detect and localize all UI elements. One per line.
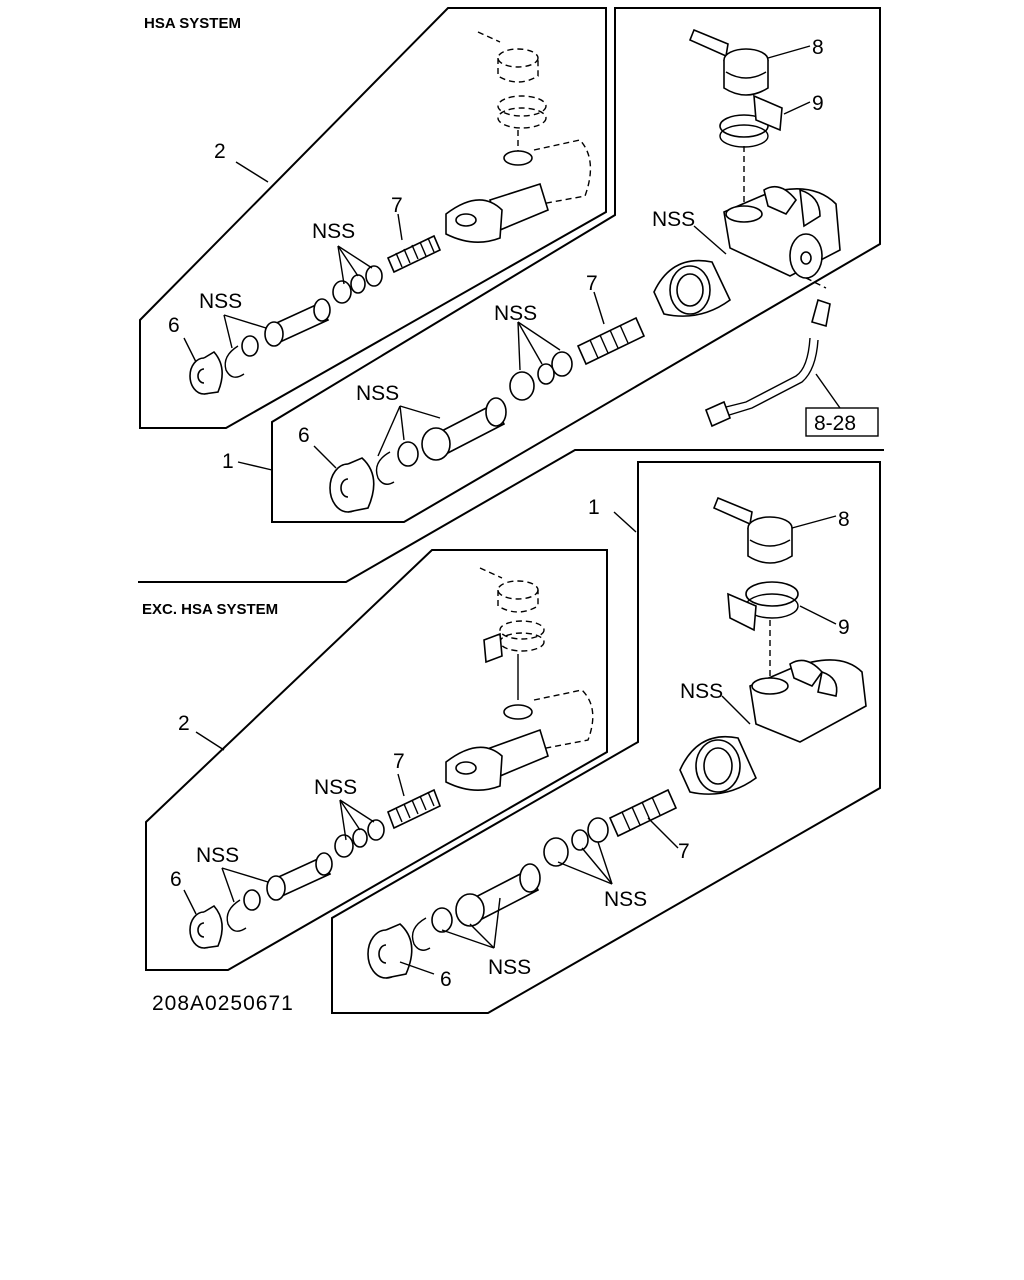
callout-2-bottom: 2 (178, 712, 190, 735)
callout-nss-top-right-c: NSS (356, 382, 399, 405)
assembly-top-left (183, 31, 592, 395)
spring-part-7 (386, 234, 442, 274)
panel-bottom-right (331, 461, 881, 1014)
callout-nss-bottom-right-c: NSS (488, 956, 531, 979)
callout-nss-top-left-a: NSS (312, 220, 355, 243)
reservoir-cap-part-8 (688, 28, 769, 96)
document-id: 208A0250671 (152, 992, 294, 1015)
callout-nss-top-left-b: NSS (199, 290, 242, 313)
hose-clamp-part-9 (727, 581, 799, 632)
boot-part-6 (189, 350, 223, 395)
callout-6-bottom-left: 6 (170, 868, 182, 891)
callout-6-top-left: 6 (168, 314, 180, 337)
callout-7-bottom-right: 7 (678, 840, 690, 863)
callout-7-top-right: 7 (586, 272, 598, 295)
callout-8-top: 8 (812, 36, 824, 59)
callout-nss-bottom-right-b: NSS (604, 888, 647, 911)
assembly-bottom-right (367, 496, 867, 979)
section-title-hsa: HSA SYSTEM (144, 15, 241, 32)
spring-part-7 (386, 788, 442, 830)
reference-8-28: 8-28 (814, 412, 856, 435)
callout-6-top-right: 6 (298, 424, 310, 447)
section-title-exc-hsa: EXC. HSA SYSTEM (142, 601, 278, 618)
section-divider (138, 449, 884, 583)
panel-top-left (139, 7, 607, 429)
callout-nss-bottom-right-a: NSS (680, 680, 723, 703)
callout-8-bottom: 8 (838, 508, 850, 531)
callout-nss-top-right-b: NSS (494, 302, 537, 325)
boot-part-6 (189, 904, 223, 949)
callout-nss-bottom-left-a: NSS (314, 776, 357, 799)
panel-bottom-left (145, 549, 608, 971)
spring-part-7 (576, 316, 646, 366)
panel-top-right (271, 7, 881, 523)
callout-1-bottom: 1 (588, 496, 600, 519)
callout-2-top: 2 (214, 140, 226, 163)
reservoir-cap-part-8 (712, 496, 793, 564)
assembly-bottom-left (183, 567, 594, 949)
callout-7-top-left: 7 (391, 194, 403, 217)
hose-clamp-part-9 (719, 94, 783, 148)
reference-box-8-28 (805, 407, 879, 437)
callout-6-bottom-right: 6 (440, 968, 452, 991)
spring-part-7 (608, 788, 678, 838)
callout-nss-bottom-left-b: NSS (196, 844, 239, 867)
callout-9-bottom: 9 (838, 616, 850, 639)
boot-part-6 (367, 923, 413, 979)
callout-7-bottom-left: 7 (393, 750, 405, 773)
boot-part-6 (329, 457, 375, 513)
callout-1-top: 1 (222, 450, 234, 473)
assembly-top-right (237, 28, 879, 513)
callout-nss-top-right-a: NSS (652, 208, 695, 231)
callout-9-top: 9 (812, 92, 824, 115)
